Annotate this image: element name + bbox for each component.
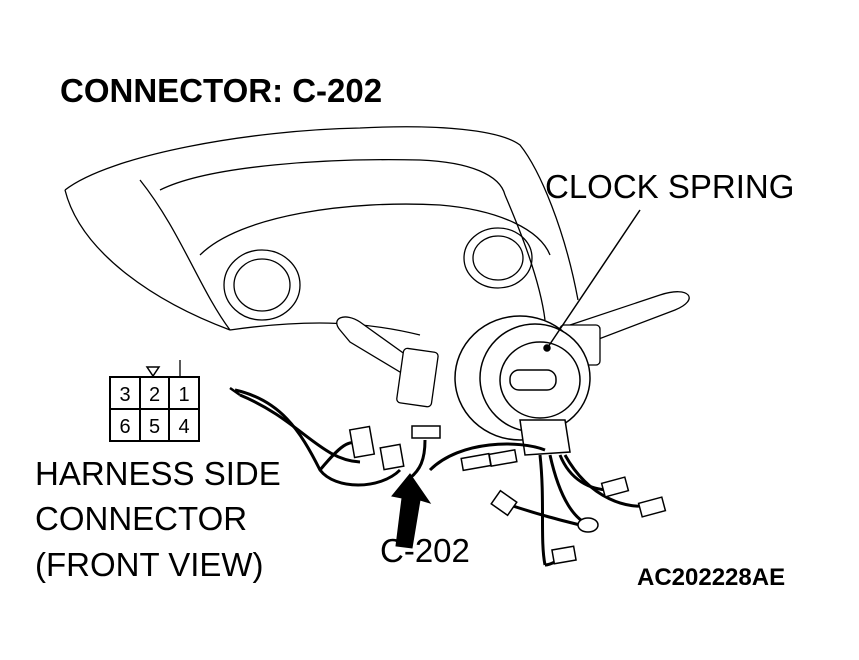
pin-1: 1: [178, 384, 189, 406]
pin-6: 6: [119, 416, 130, 438]
connector-face-view: 3 2 1 6 5 4: [109, 366, 200, 442]
clock-spring: [454, 315, 591, 456]
diagram-title: CONNECTOR: C-202: [60, 72, 382, 109]
right-air-vent: [463, 227, 533, 289]
left-stalk: [336, 316, 439, 408]
pin1-marker-triangle: [145, 366, 161, 378]
pin-2: 2: [149, 384, 160, 406]
harness-side-label-line3: (FRONT VIEW): [35, 546, 264, 583]
clock-spring-label: CLOCK SPRING: [545, 168, 794, 205]
wire-harness: [234, 388, 651, 567]
clock-spring-leader: [547, 209, 641, 348]
pin-5: 5: [149, 416, 160, 438]
pin-3: 3: [119, 384, 130, 406]
harness-side-label-line1: HARNESS SIDE: [35, 455, 281, 492]
harness-plugs: [229, 386, 667, 565]
left-air-vent: [223, 249, 301, 321]
harness-side-label-line2: CONNECTOR: [35, 500, 247, 537]
pin-4: 4: [178, 416, 189, 438]
dashboard-outline: [64, 126, 579, 380]
c202-label: C-202: [380, 532, 470, 569]
c202-pointer-arrow: [391, 473, 432, 549]
figure-id: AC202228AE: [637, 564, 785, 591]
